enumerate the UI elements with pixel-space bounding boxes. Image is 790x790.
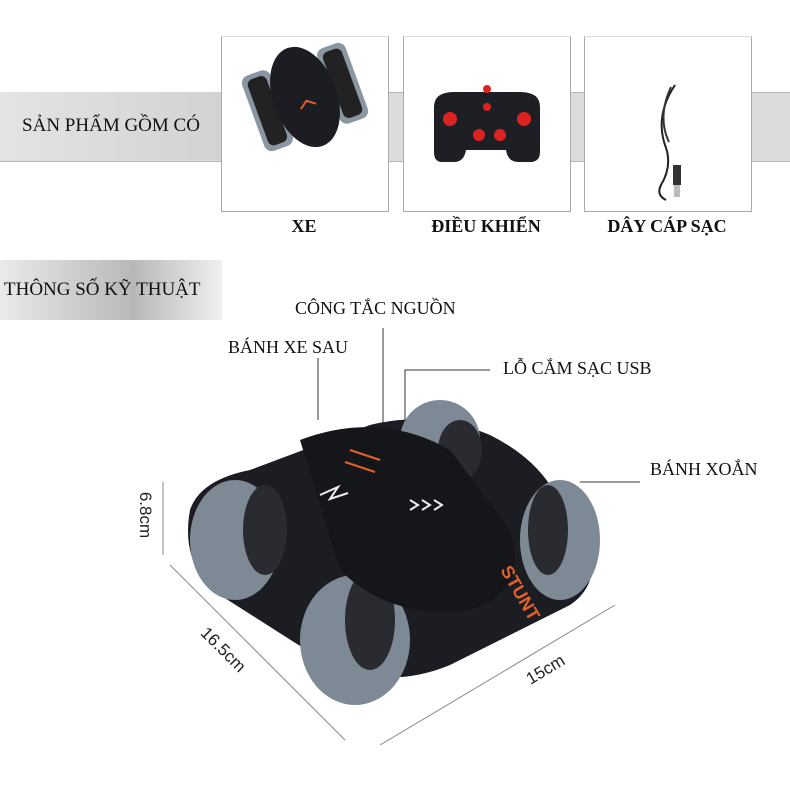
caption-remote: ĐIỀU KHIỂN [431,216,541,236]
rc-stunt-car-image [241,42,369,152]
callout-usb-port: LỖ CẮM SẠC USB [503,358,652,378]
car-image: STUNT [188,400,600,705]
product-box-cable [584,36,752,212]
callout-power-switch: CÔNG TẮC NGUỒN [295,298,456,318]
usb-cable-image [658,84,681,201]
specs-title: THÔNG SỐ KỸ THUẬT [0,260,222,320]
caption-car: XE [291,216,317,236]
product-box-car [221,36,389,212]
product-box-remote [403,36,571,212]
caption-cable: DÂY CÁP SẠC [607,216,727,236]
callout-twist-wheel: BÁNH XOẮN [650,459,758,479]
dimension-height: 6.8cm [136,491,156,539]
callout-rear-wheel: BÁNH XE SAU [228,337,349,357]
remote-controller-image [434,85,540,162]
contents-title: SẢN PHẨM GỒM CÓ [0,92,222,160]
callout-lines [162,328,640,746]
